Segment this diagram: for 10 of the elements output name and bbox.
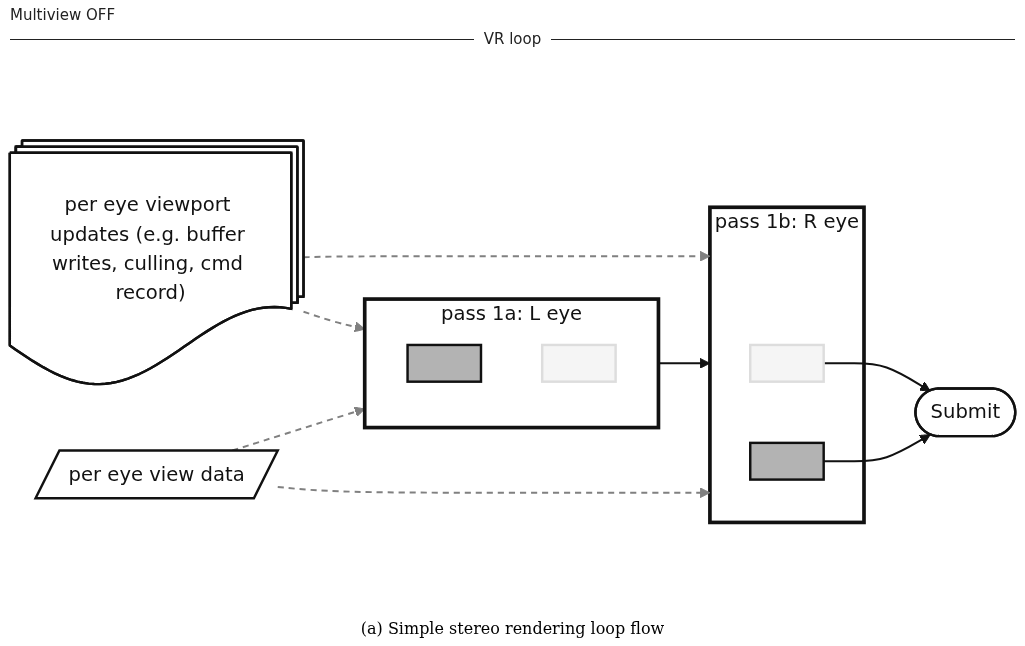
node-box <box>540 343 617 383</box>
heading-label: Multiview OFF <box>10 6 117 24</box>
cluster: pass 1b: R eye <box>708 205 866 525</box>
cluster: pass 1a: L eye <box>362 297 661 430</box>
node-box <box>749 441 825 481</box>
caption: (a) Simple stereo rendering loop flow <box>359 618 666 640</box>
span-label: VR loop <box>482 30 543 48</box>
arrow <box>276 485 711 499</box>
node-box <box>406 343 483 383</box>
node-box <box>749 343 825 383</box>
